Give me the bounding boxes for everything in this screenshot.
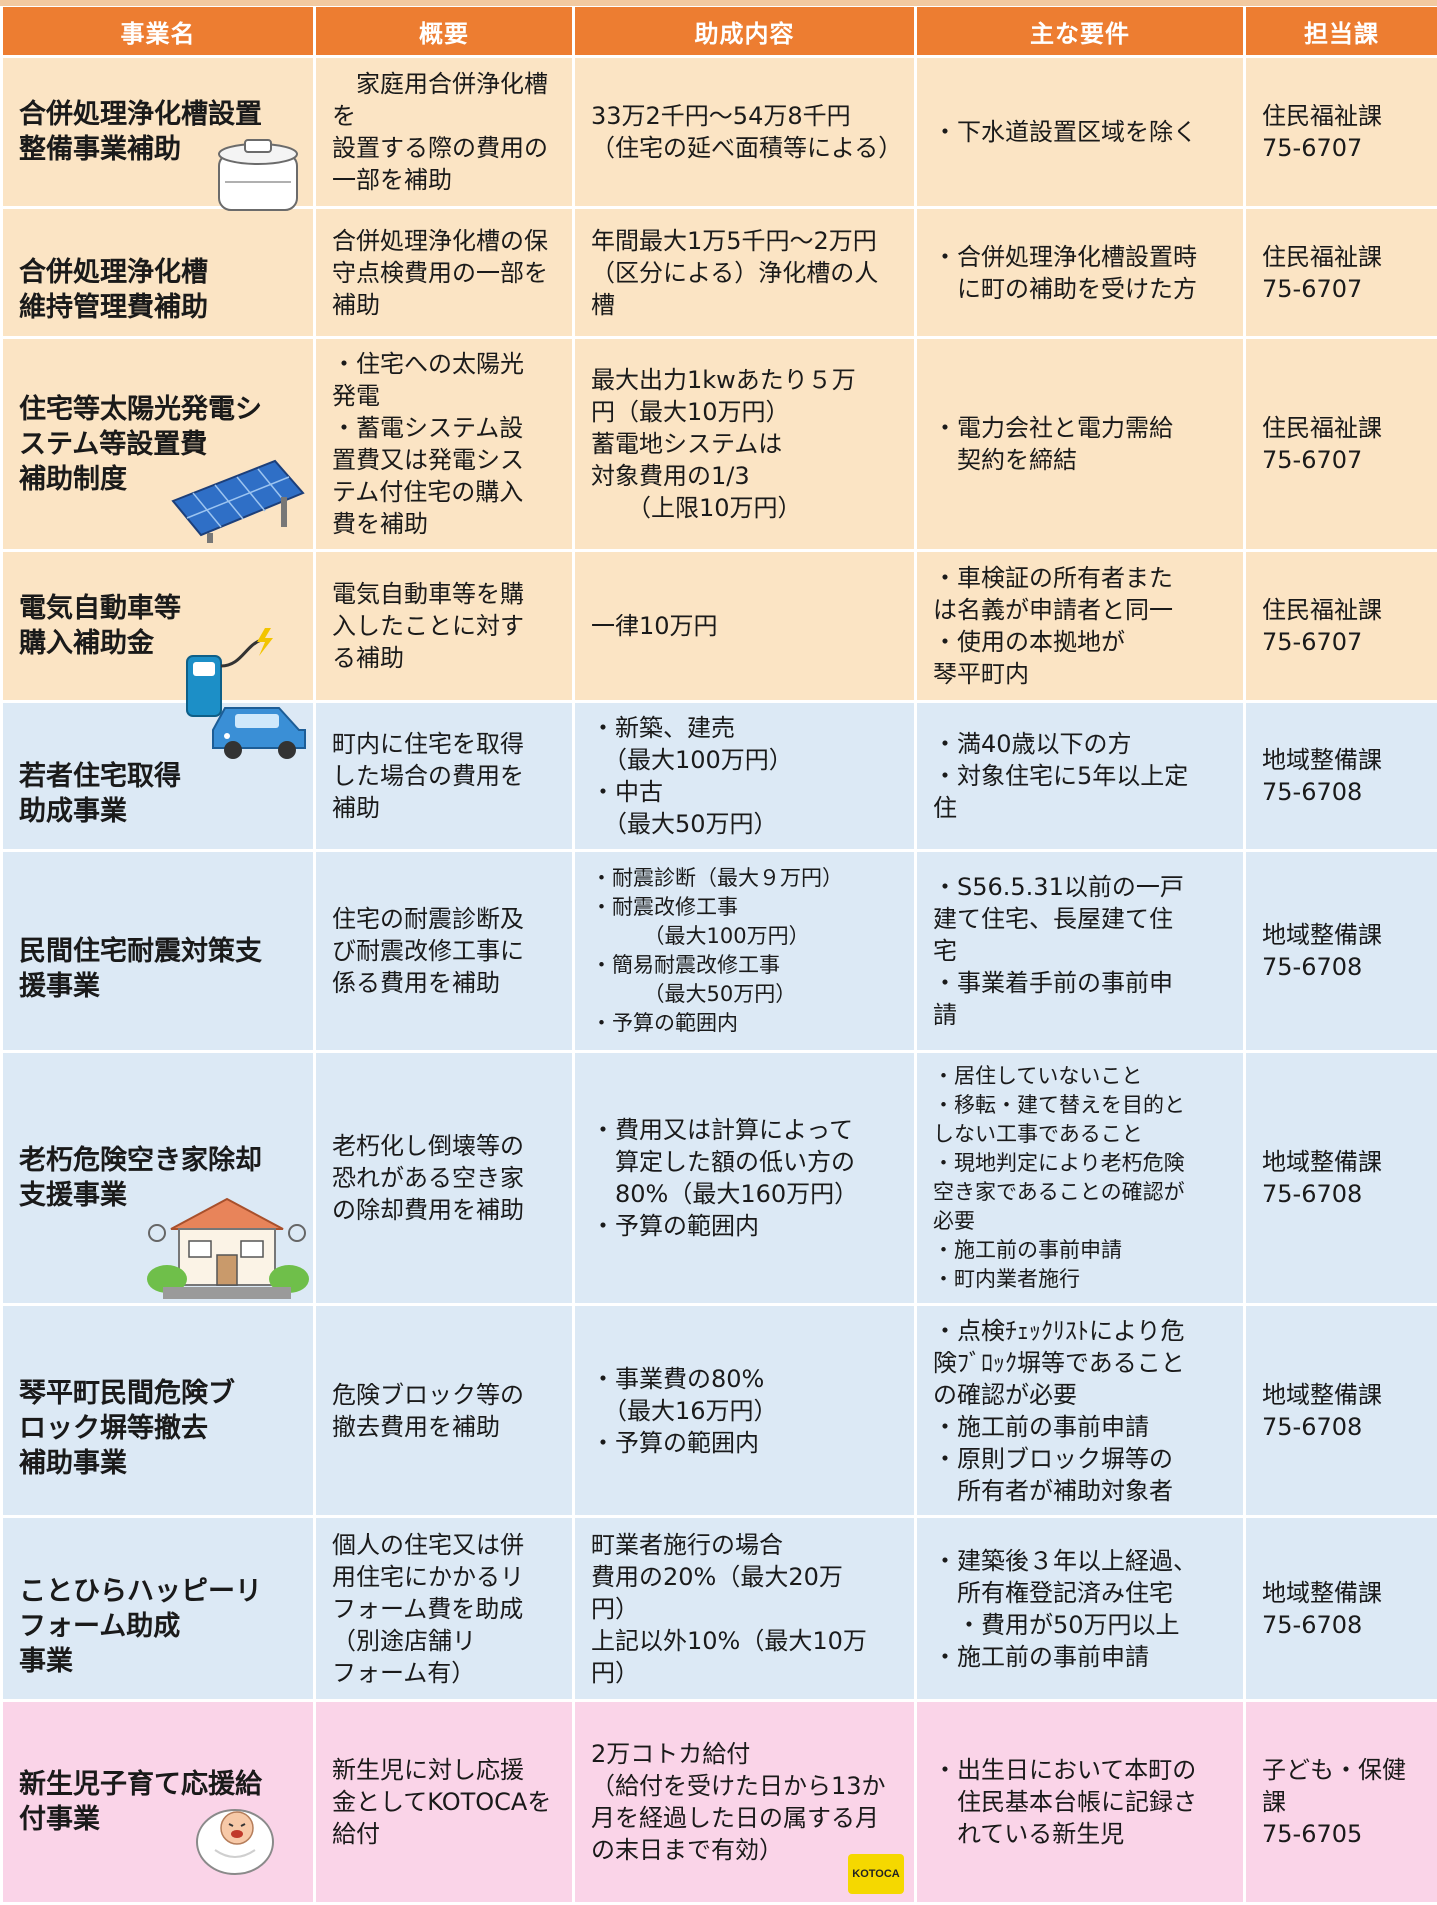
requirements-cell: ・S56.5.31以前の一戸 建て住宅、長屋建て住 宅 ・事業着手前の事前申 請	[917, 852, 1243, 1050]
table-row: 老朽危険空き家除却 支援事業 老朽化し倒壊等の 恐れがある空き	[3, 1053, 1437, 1303]
electric-car-icon	[186, 628, 306, 759]
summary-cell: ・住宅への太陽光 発電 ・蓄電システム設 置費又は発電シス テム付住宅の購入 費…	[316, 339, 572, 549]
header-subsidy: 助成内容	[575, 7, 914, 55]
summary-cell: 個人の住宅又は併 用住宅にかかるリ フォーム費を助成 （別途店舗リ フォーム有）	[316, 1518, 572, 1699]
subsidy-cell: ・費用又は計算によって 算定した額の低い方の 80%（最大160万円） ・予算の…	[575, 1053, 914, 1303]
summary-cell: 新生児に対し応援 金としてKOTOCAを 給付	[316, 1702, 572, 1902]
header-name: 事業名	[3, 7, 313, 55]
table-row: 電気自動車等 購入補助金 電気自動車等を購 入したことに対す る補助 一	[3, 552, 1437, 759]
department-cell: 地域整備課 75-6708	[1246, 1053, 1437, 1303]
program-name: 住宅等太陽光発電シ ステム等設置費 補助制度	[19, 393, 262, 495]
summary-cell: 危険ブロック等の 撤去費用を補助	[316, 1306, 572, 1515]
subsidy-cell: 33万2千円～54万8千円 （住宅の延べ面積等による）	[575, 58, 914, 206]
program-name-cell: 合併処理浄化槽 維持管理費補助	[3, 209, 313, 336]
program-name: 新生児子育て応援給 付事業	[19, 1769, 262, 1835]
summary-cell: 老朽化し倒壊等の 恐れがある空き家 の除却費用を補助	[316, 1053, 572, 1303]
program-name: 合併処理浄化槽 維持管理費補助	[19, 257, 208, 323]
department-cell: 住民福祉課 75-6707	[1246, 552, 1437, 700]
subsidy-cell: ・事業費の80% （最大16万円） ・予算の範囲内	[575, 1306, 914, 1515]
department-cell: 子ども・保健 課 75-6705	[1246, 1702, 1437, 1902]
table-row: 合併処理浄化槽 維持管理費補助 合併処理浄化槽の保 守点検費用の一部を 補助 年…	[3, 209, 1437, 336]
program-name-cell: 住宅等太陽光発電シ ステム等設置費 補助制度	[3, 339, 313, 549]
department-cell: 地域整備課 75-6708	[1246, 852, 1437, 1050]
requirements-cell: ・満40歳以下の方 ・対象住宅に5年以上定 住	[917, 703, 1243, 849]
subsidy-cell: 最大出力1kwあたり５万 円（最大10万円） 蓄電地システムは 対象費用の1/3…	[575, 339, 914, 549]
subsidy-table: 事業名 概要 助成内容 主な要件 担当課 合併処理浄化槽設置 整備事業補助	[0, 4, 1437, 1905]
summary-cell: 町内に住宅を取得 した場合の費用を 補助	[316, 703, 572, 849]
program-name-cell: ことひらハッピーリ フォーム助成 事業	[3, 1518, 313, 1699]
table-row: 民間住宅耐震対策支 援事業 住宅の耐震診断及 び耐震改修工事に 係る費用を補助 …	[3, 852, 1437, 1050]
program-name-cell: 合併処理浄化槽設置 整備事業補助	[3, 58, 313, 211]
department-cell: 地域整備課 75-6708	[1246, 703, 1437, 849]
septic-tank-icon	[218, 139, 298, 211]
subsidy-text: 2万コトカ給付 （給付を受けた日から13か 月を経過した日の属する月 の末日まで…	[591, 1740, 886, 1864]
summary-cell: 合併処理浄化槽の保 守点検費用の一部を 補助	[316, 209, 572, 336]
header-department: 担当課	[1246, 7, 1437, 55]
program-name: 琴平町民間危険ブ ロック塀等撤去 補助事業	[19, 1377, 235, 1479]
table-row: 合併処理浄化槽設置 整備事業補助 家庭用合併浄化槽を 設置する際の費用の 一部を…	[3, 58, 1437, 211]
subsidy-cell: 一律10万円	[575, 552, 914, 700]
program-name: 老朽危険空き家除却 支援事業	[19, 1145, 262, 1211]
program-name: 民間住宅耐震対策支 援事業	[19, 935, 262, 1002]
subsidy-cell: ・新築、建売 （最大100万円） ・中古 （最大50万円）	[575, 703, 914, 849]
program-name-cell: 琴平町民間危険ブ ロック塀等撤去 補助事業	[3, 1306, 313, 1515]
header-row: 事業名 概要 助成内容 主な要件 担当課	[3, 7, 1437, 55]
requirements-cell: ・建築後３年以上経過、 所有権登記済み住宅 ・費用が50万円以上 ・施工前の事前…	[917, 1518, 1243, 1699]
program-name-cell: 老朽危険空き家除却 支援事業	[3, 1053, 313, 1303]
department-cell: 住民福祉課 75-6707	[1246, 339, 1437, 549]
table-row: 新生児子育て応援給 付事業 新生児に対し応援 金としてKOTOCAを 給付 2万…	[3, 1702, 1437, 1902]
subsidy-cell: 年間最大1万5千円～2万円 （区分による）浄化槽の人槽	[575, 209, 914, 336]
table-row: 琴平町民間危険ブ ロック塀等撤去 補助事業 危険ブロック等の 撤去費用を補助 ・…	[3, 1306, 1437, 1515]
subsidy-cell: 町業者施行の場合 費用の20%（最大20万 円） 上記以外10%（最大10万 円…	[575, 1518, 914, 1699]
requirements-cell: ・合併処理浄化槽設置時 に町の補助を受けた方	[917, 209, 1243, 336]
requirements-cell: ・出生日において本町の 住民基本台帳に記録さ れている新生児	[917, 1702, 1243, 1902]
department-cell: 住民福祉課 75-6707	[1246, 209, 1437, 336]
program-name: 若者住宅取得 助成事業	[19, 760, 181, 827]
summary-cell: 住宅の耐震診断及 び耐震改修工事に 係る費用を補助	[316, 852, 572, 1050]
kotoca-logo: KOTOCA	[848, 1854, 904, 1894]
requirements-cell: ・車検証の所有者また は名義が申請者と同一 ・使用の本拠地が 琴平町内	[917, 552, 1243, 700]
header-summary: 概要	[316, 7, 572, 55]
table-row: ことひらハッピーリ フォーム助成 事業 個人の住宅又は併 用住宅にかかるリ フォ…	[3, 1518, 1437, 1699]
program-name: ことひらハッピーリ フォーム助成 事業	[19, 1575, 262, 1677]
program-name-cell: 新生児子育て応援給 付事業	[3, 1702, 313, 1902]
summary-cell: 電気自動車等を購 入したことに対す る補助	[316, 552, 572, 700]
program-name: 合併処理浄化槽設置 整備事業補助	[19, 99, 262, 165]
department-cell: 地域整備課 75-6708	[1246, 1518, 1437, 1699]
baby-icon	[196, 1809, 274, 1875]
program-name-cell: 電気自動車等 購入補助金	[3, 552, 313, 759]
table-row: 若者住宅取得 助成事業 町内に住宅を取得 した場合の費用を 補助 ・新築、建売 …	[3, 703, 1437, 849]
solar-panel-icon	[171, 459, 305, 543]
old-house-icon	[147, 1197, 309, 1299]
subsidy-cell: 2万コトカ給付 （給付を受けた日から13か 月を経過した日の属する月 の末日まで…	[575, 1702, 914, 1902]
header-requirements: 主な要件	[917, 7, 1243, 55]
requirements-cell: ・居住していないこと ・移転・建て替えを目的と しない工事であること ・現地判定…	[917, 1053, 1243, 1303]
summary-cell: 家庭用合併浄化槽を 設置する際の費用の 一部を補助	[316, 58, 572, 206]
requirements-cell: ・電力会社と電力需給 契約を締結	[917, 339, 1243, 549]
department-cell: 住民福祉課 75-6707	[1246, 58, 1437, 206]
requirements-cell: ・点検ﾁｪｯｸﾘｽﾄにより危 険ﾌﾞﾛｯｸ塀等であること の確認が必要 ・施工前…	[917, 1306, 1243, 1515]
table-row: 住宅等太陽光発電シ ステム等設置費 補助制度 ・住宅への太陽光 発電 ・蓄電シス…	[3, 339, 1437, 549]
requirements-cell: ・下水道設置区域を除く	[917, 58, 1243, 206]
top-strip	[0, 0, 1437, 6]
program-name: 電気自動車等 購入補助金	[19, 593, 181, 659]
subsidy-cell: ・耐震診断（最大９万円） ・耐震改修工事 （最大100万円） ・簡易耐震改修工事…	[575, 852, 914, 1050]
program-name-cell: 民間住宅耐震対策支 援事業	[3, 852, 313, 1050]
department-cell: 地域整備課 75-6708	[1246, 1306, 1437, 1515]
